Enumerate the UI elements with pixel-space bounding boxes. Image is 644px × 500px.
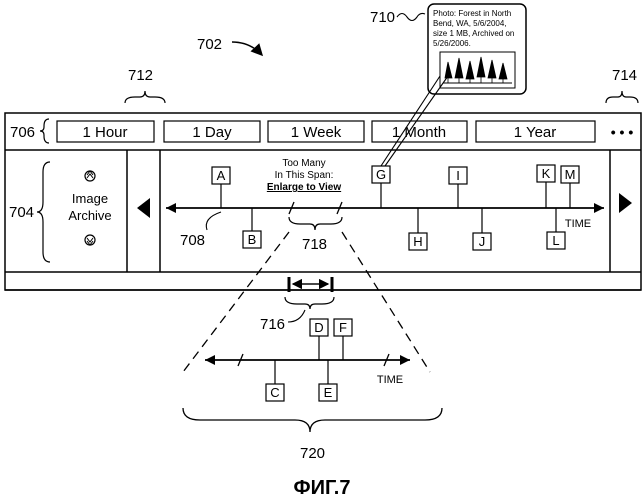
marker-i-label: I: [456, 168, 460, 183]
scroll-down-button[interactable]: [85, 235, 95, 245]
marker-g-label: G: [376, 167, 386, 182]
image-preview-tooltip: Photo: Forest in North Bend, WA, 5/6/200…: [428, 4, 526, 94]
brace-716: [285, 297, 334, 309]
timeline-marker-a[interactable]: A: [212, 167, 230, 208]
zoom-cone-left-line: [183, 232, 289, 372]
zoom-1-month-label: 1 Month: [392, 124, 446, 141]
marker-k-label: K: [542, 166, 551, 181]
timeline-marker-g[interactable]: G: [372, 166, 390, 208]
zoom-1-week-button[interactable]: 1 Week: [268, 121, 364, 142]
ref-708: 708: [180, 232, 205, 249]
forest-thumbnail-image: [440, 52, 515, 88]
zoom-marker-d[interactable]: D: [310, 319, 328, 360]
zoom-marker-f-label: F: [339, 320, 347, 335]
ref-710-leader: [397, 13, 425, 20]
zoom-1-day-button[interactable]: 1 Day: [164, 121, 260, 142]
zoom-1-hour-button[interactable]: 1 Hour: [57, 121, 154, 142]
brace-706: [40, 119, 49, 143]
timeline-marker-m[interactable]: M: [561, 166, 579, 208]
zoom-1-day-label: 1 Day: [192, 124, 232, 141]
ref-702: 702: [197, 36, 222, 53]
zoom-axis-label: TIME: [377, 374, 403, 386]
timeline-axis-right-arrowhead: [594, 203, 604, 213]
brace-714: [606, 91, 638, 103]
image-archive-label-line1: Image: [72, 191, 108, 206]
ref-718: 718: [302, 236, 327, 253]
tooltip-line3: size 1 MB, Archived on: [433, 29, 514, 38]
scroll-right-arrow-icon[interactable]: [619, 193, 632, 213]
figure-label: ФИГ.7: [294, 477, 351, 499]
zoom-marker-d-label: D: [314, 320, 323, 335]
ref-720: 720: [300, 445, 325, 462]
ref-708-leader: [206, 212, 221, 230]
timeline-marker-k[interactable]: K: [537, 165, 555, 208]
image-archive-label-line2: Archive: [68, 208, 111, 223]
timeline-marker-j[interactable]: J: [473, 208, 491, 250]
marker-m-label: M: [565, 167, 576, 182]
ref-704: 704: [9, 204, 34, 221]
zoom-cone-right-line: [342, 232, 430, 372]
brace-704: [37, 162, 50, 262]
tooltip-line1: Photo: Forest in North: [433, 9, 511, 18]
timeline-marker-h[interactable]: H: [409, 208, 427, 250]
ref-706: 706: [10, 124, 35, 141]
timeline-marker-l[interactable]: L: [547, 208, 565, 249]
zoom-1-month-button[interactable]: 1 Month: [372, 121, 467, 142]
timeline-marker-i[interactable]: I: [449, 167, 467, 208]
brace-718: [289, 217, 342, 230]
brace-720: [183, 408, 442, 432]
zoom-marker-c[interactable]: C: [266, 360, 284, 401]
zoom-marker-c-label: C: [270, 385, 279, 400]
brace-712: [125, 91, 165, 103]
ref-702-arrow: [232, 42, 262, 55]
ref-716: 716: [260, 316, 285, 333]
zoom-marker-f[interactable]: F: [334, 319, 352, 360]
zoom-1-week-label: 1 Week: [291, 124, 342, 141]
marker-b-label: B: [248, 232, 257, 247]
marker-j-label: J: [479, 234, 486, 249]
zoom-marker-e-label: E: [324, 385, 333, 400]
timeline-axis-left-arrowhead: [166, 203, 176, 213]
marker-a-label: A: [217, 168, 226, 183]
zoom-1-year-label: 1 Year: [514, 124, 557, 141]
zoom-marker-e[interactable]: E: [319, 360, 337, 401]
span-notice-line2: In This Span:: [275, 170, 334, 181]
ref-710: 710: [370, 9, 395, 26]
enlarge-to-view-link[interactable]: Enlarge to View: [267, 182, 342, 193]
tooltip-line4: 5/26/2006.: [433, 39, 471, 48]
ref-714: 714: [612, 67, 637, 84]
zoom-1-year-button[interactable]: 1 Year: [476, 121, 595, 142]
timeline-marker-b[interactable]: B: [243, 208, 261, 248]
span-notice-line1: Too Many: [282, 158, 325, 169]
ref-716-leader: [288, 310, 305, 322]
scroll-up-button[interactable]: [85, 171, 95, 181]
zoom-1-hour-label: 1 Hour: [82, 124, 127, 141]
ref-712: 712: [128, 67, 153, 84]
zoom-axis-right-arrowhead: [400, 355, 410, 365]
timeline-axis-label: TIME: [565, 218, 591, 230]
tooltip-line2: Bend, WA, 5/6/2004,: [433, 19, 507, 28]
more-options-button[interactable]: • • •: [611, 124, 634, 140]
zoom-axis-left-arrowhead: [205, 355, 215, 365]
marker-l-label: L: [552, 233, 559, 248]
scroll-left-arrow-icon[interactable]: [137, 198, 150, 218]
marker-h-label: H: [413, 234, 422, 249]
